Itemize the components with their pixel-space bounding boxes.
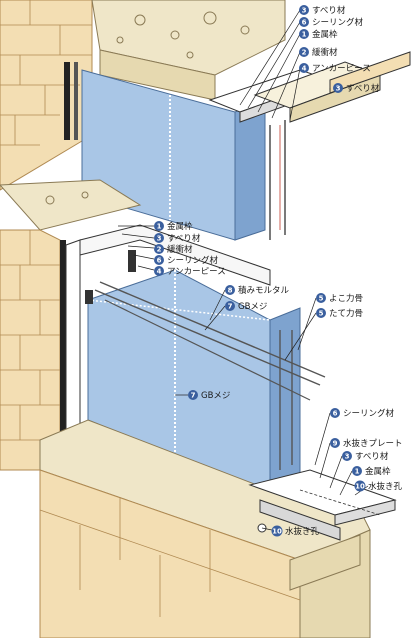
svg-text:3: 3 [157,235,162,243]
svg-text:1: 1 [355,468,360,476]
top-brick-wall [0,0,93,191]
svg-text:10: 10 [272,528,282,536]
svg-text:積みモルタル: 積みモルタル [238,285,290,296]
svg-text:たて力骨: たて力骨 [329,308,363,319]
svg-text:シーリング材: シーリング材 [167,255,219,266]
callout-lines [118,9,369,531]
svg-text:シーリング材: シーリング材 [312,17,364,28]
top-callout-1: 3 すべり材 [299,5,346,16]
svg-text:すべり材: すべり材 [346,83,380,94]
svg-text:8: 8 [228,287,233,295]
svg-text:金属枠: 金属枠 [312,29,338,40]
middle-seal-strip [60,240,66,440]
svg-text:1: 1 [157,223,162,231]
svg-text:6: 6 [302,19,307,27]
svg-text:5: 5 [319,295,324,303]
svg-text:水抜きプレート: 水抜きプレート [343,438,403,449]
svg-text:10: 10 [355,483,365,491]
bottom-callout-drain-hole-left: 10 水抜き孔 [271,525,320,537]
svg-text:9: 9 [333,440,338,448]
panel-callout-vertical-bar: 5 たて力骨 [316,308,363,319]
mid-callout-5: 4 アンカーピース [154,266,226,277]
horizontal-gb-joint [87,299,271,321]
bottom-frame-detail [248,469,397,591]
svg-text:1: 1 [302,31,307,39]
mid-callout-3: 2 緩衝材 [154,244,193,255]
svg-text:GBメジ: GBメジ [201,391,230,401]
bottom-callout-sealing: 6 シーリング材 [330,408,395,419]
svg-text:すべり材: すべり材 [167,233,201,244]
svg-text:水抜き孔: 水抜き孔 [285,526,320,537]
svg-text:4: 4 [157,268,162,276]
svg-text:6: 6 [157,257,162,265]
panel-callout-horizontal-bar: 5 よこ力骨 [316,293,363,304]
svg-text:2: 2 [302,49,307,57]
svg-text:4: 4 [302,65,307,73]
panel-callout-gb-joint-top: 7 GBメジ [225,301,267,312]
panel-callout-mortar: 8 積みモルタル [225,285,290,296]
svg-text:水抜き孔: 水抜き孔 [368,481,403,492]
bottom-callout-drain-hole-right: 10 水抜き孔 [354,480,403,492]
top-callout-4: 2 緩衝材 [299,47,338,58]
panel-callout-gb-joint-center: 7 GBメジ [188,390,230,401]
svg-text:3: 3 [336,85,341,93]
top-frame-detail [208,51,411,240]
mid-callout-2: 3 すべり材 [154,233,201,244]
top-callout-5: 4 アンカーピース [299,63,371,74]
svg-text:すべり材: すべり材 [312,5,346,16]
svg-text:6: 6 [333,410,338,418]
svg-text:3: 3 [302,7,307,15]
top-callout-6: 3 すべり材 [333,83,380,94]
middle-brick-wall [0,229,61,471]
svg-text:金属枠: 金属枠 [167,221,193,232]
top-frame-strip [74,62,78,140]
top-seal-strip [64,62,70,140]
top-callout-2: 6 シーリング材 [299,17,364,28]
svg-text:5: 5 [319,310,324,318]
reinforcement-bars [94,281,326,470]
bottom-floor-slab [39,419,371,638]
middle-concrete-slab [0,179,142,231]
svg-text:すべり材: すべり材 [355,451,389,462]
svg-text:シーリング材: シーリング材 [343,408,395,419]
svg-text:緩衝材: 緩衝材 [167,244,193,255]
main-glass-block-wall [87,269,301,491]
bottom-callout-sliding: 3 すべり材 [342,451,389,462]
svg-text:よこ力骨: よこ力骨 [329,293,363,304]
svg-text:7: 7 [191,392,196,400]
svg-text:7: 7 [228,303,233,311]
bottom-callout-drain-plate: 9 水抜きプレート [330,438,403,449]
bottom-callout-frame: 1 金属枠 [352,466,391,477]
svg-text:アンカーピース: アンカーピース [167,267,226,277]
mid-callout-1: 1 金属枠 [154,221,193,232]
svg-text:3: 3 [345,453,350,461]
anchor-pieces [85,250,136,304]
top-callout-3: 1 金属枠 [299,29,338,40]
svg-text:緩衝材: 緩衝材 [312,47,338,58]
svg-text:2: 2 [157,246,162,254]
svg-text:GBメジ: GBメジ [238,302,267,312]
mid-callout-4: 6 シーリング材 [154,255,219,266]
svg-text:金属枠: 金属枠 [365,466,391,477]
svg-text:アンカーピース: アンカーピース [312,64,371,74]
